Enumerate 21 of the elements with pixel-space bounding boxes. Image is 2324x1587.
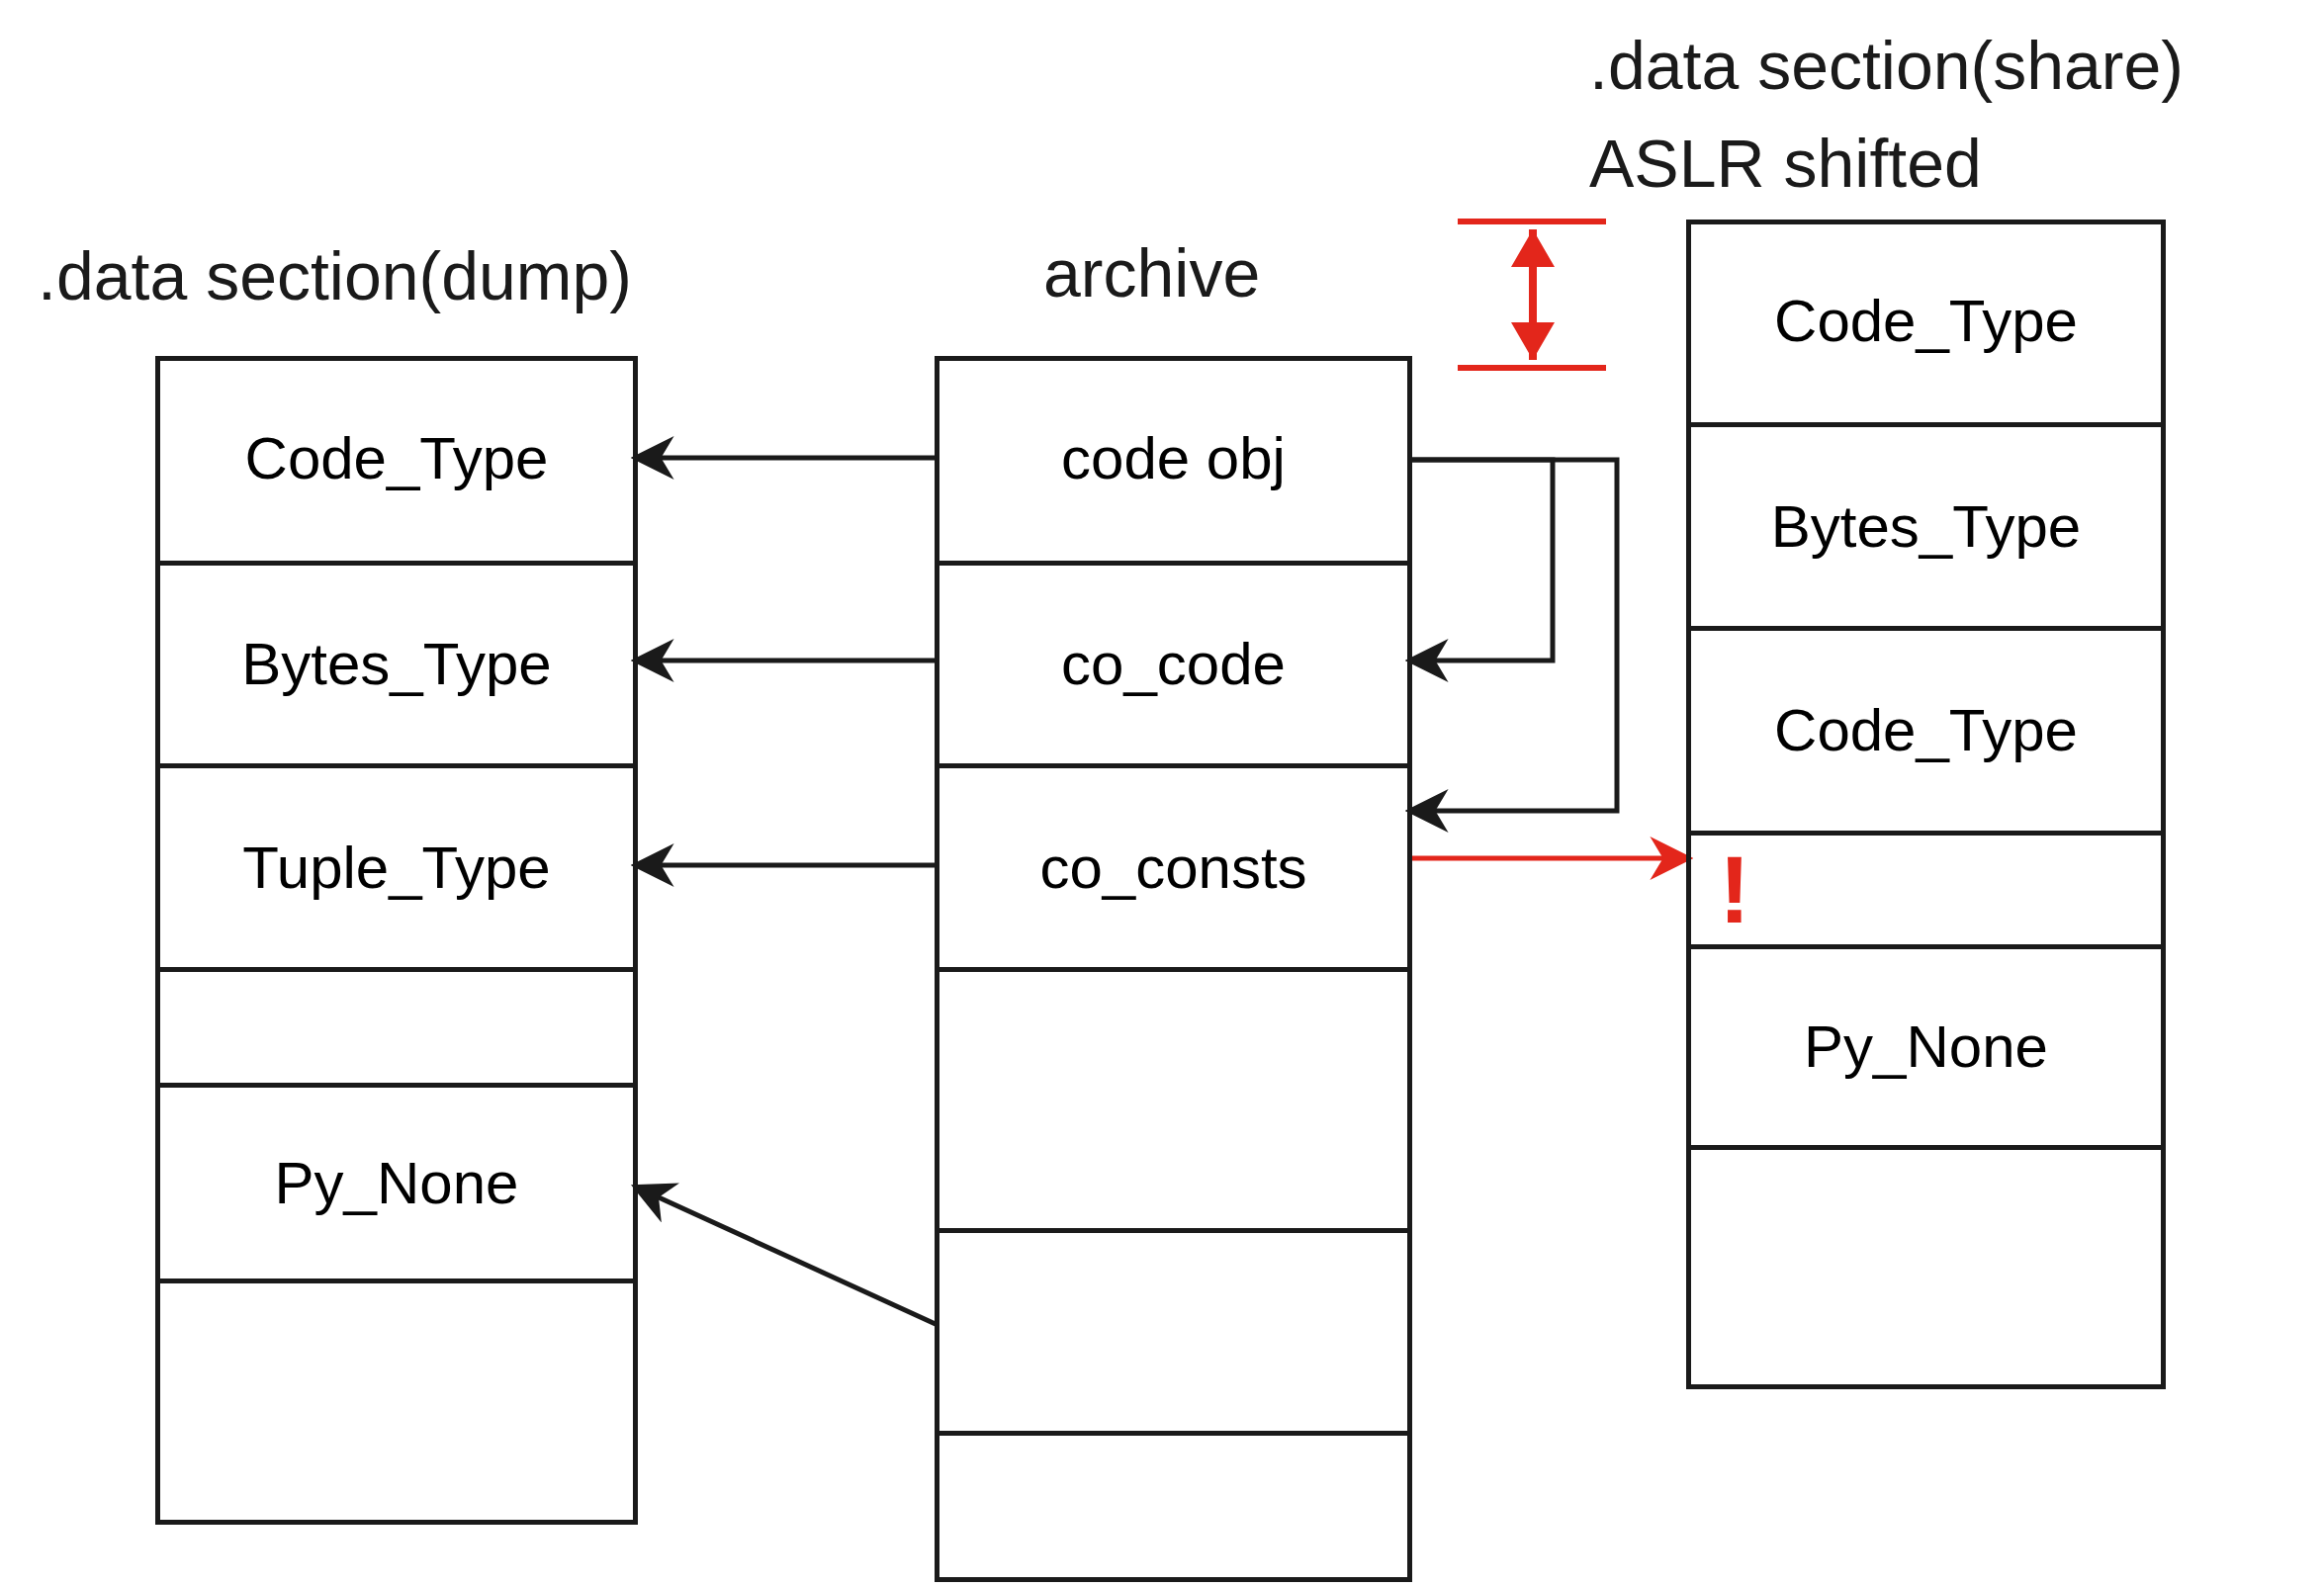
warning-mark: ! [1719,842,1750,937]
cell-label: Code_Type [1774,696,2078,765]
arrow [1409,837,1694,880]
cell-label: co_code [1061,630,1286,699]
cell-label: Py_None [274,1148,519,1218]
arrow [630,436,938,480]
cell-label: Tuple_Type [242,833,551,903]
cell-label: Code_Type [244,423,549,493]
cell-label: Code_Type [1774,286,2078,356]
cell-label: Py_None [1804,1013,2048,1082]
cell-label: Bytes_Type [241,630,552,699]
column-heading: ASLR shifted [1589,124,1983,203]
cell-label: Bytes_Type [1770,491,2082,562]
cell-label: co_consts [1039,833,1307,903]
column-heading: .data section(dump) [38,237,632,315]
cell-label: code obj [1061,423,1286,493]
arrow [1404,457,1620,833]
arrow [630,843,938,887]
arrow [630,639,938,682]
column-heading: .data section(share) [1589,27,2184,105]
column-heading: archive [1043,234,1261,312]
